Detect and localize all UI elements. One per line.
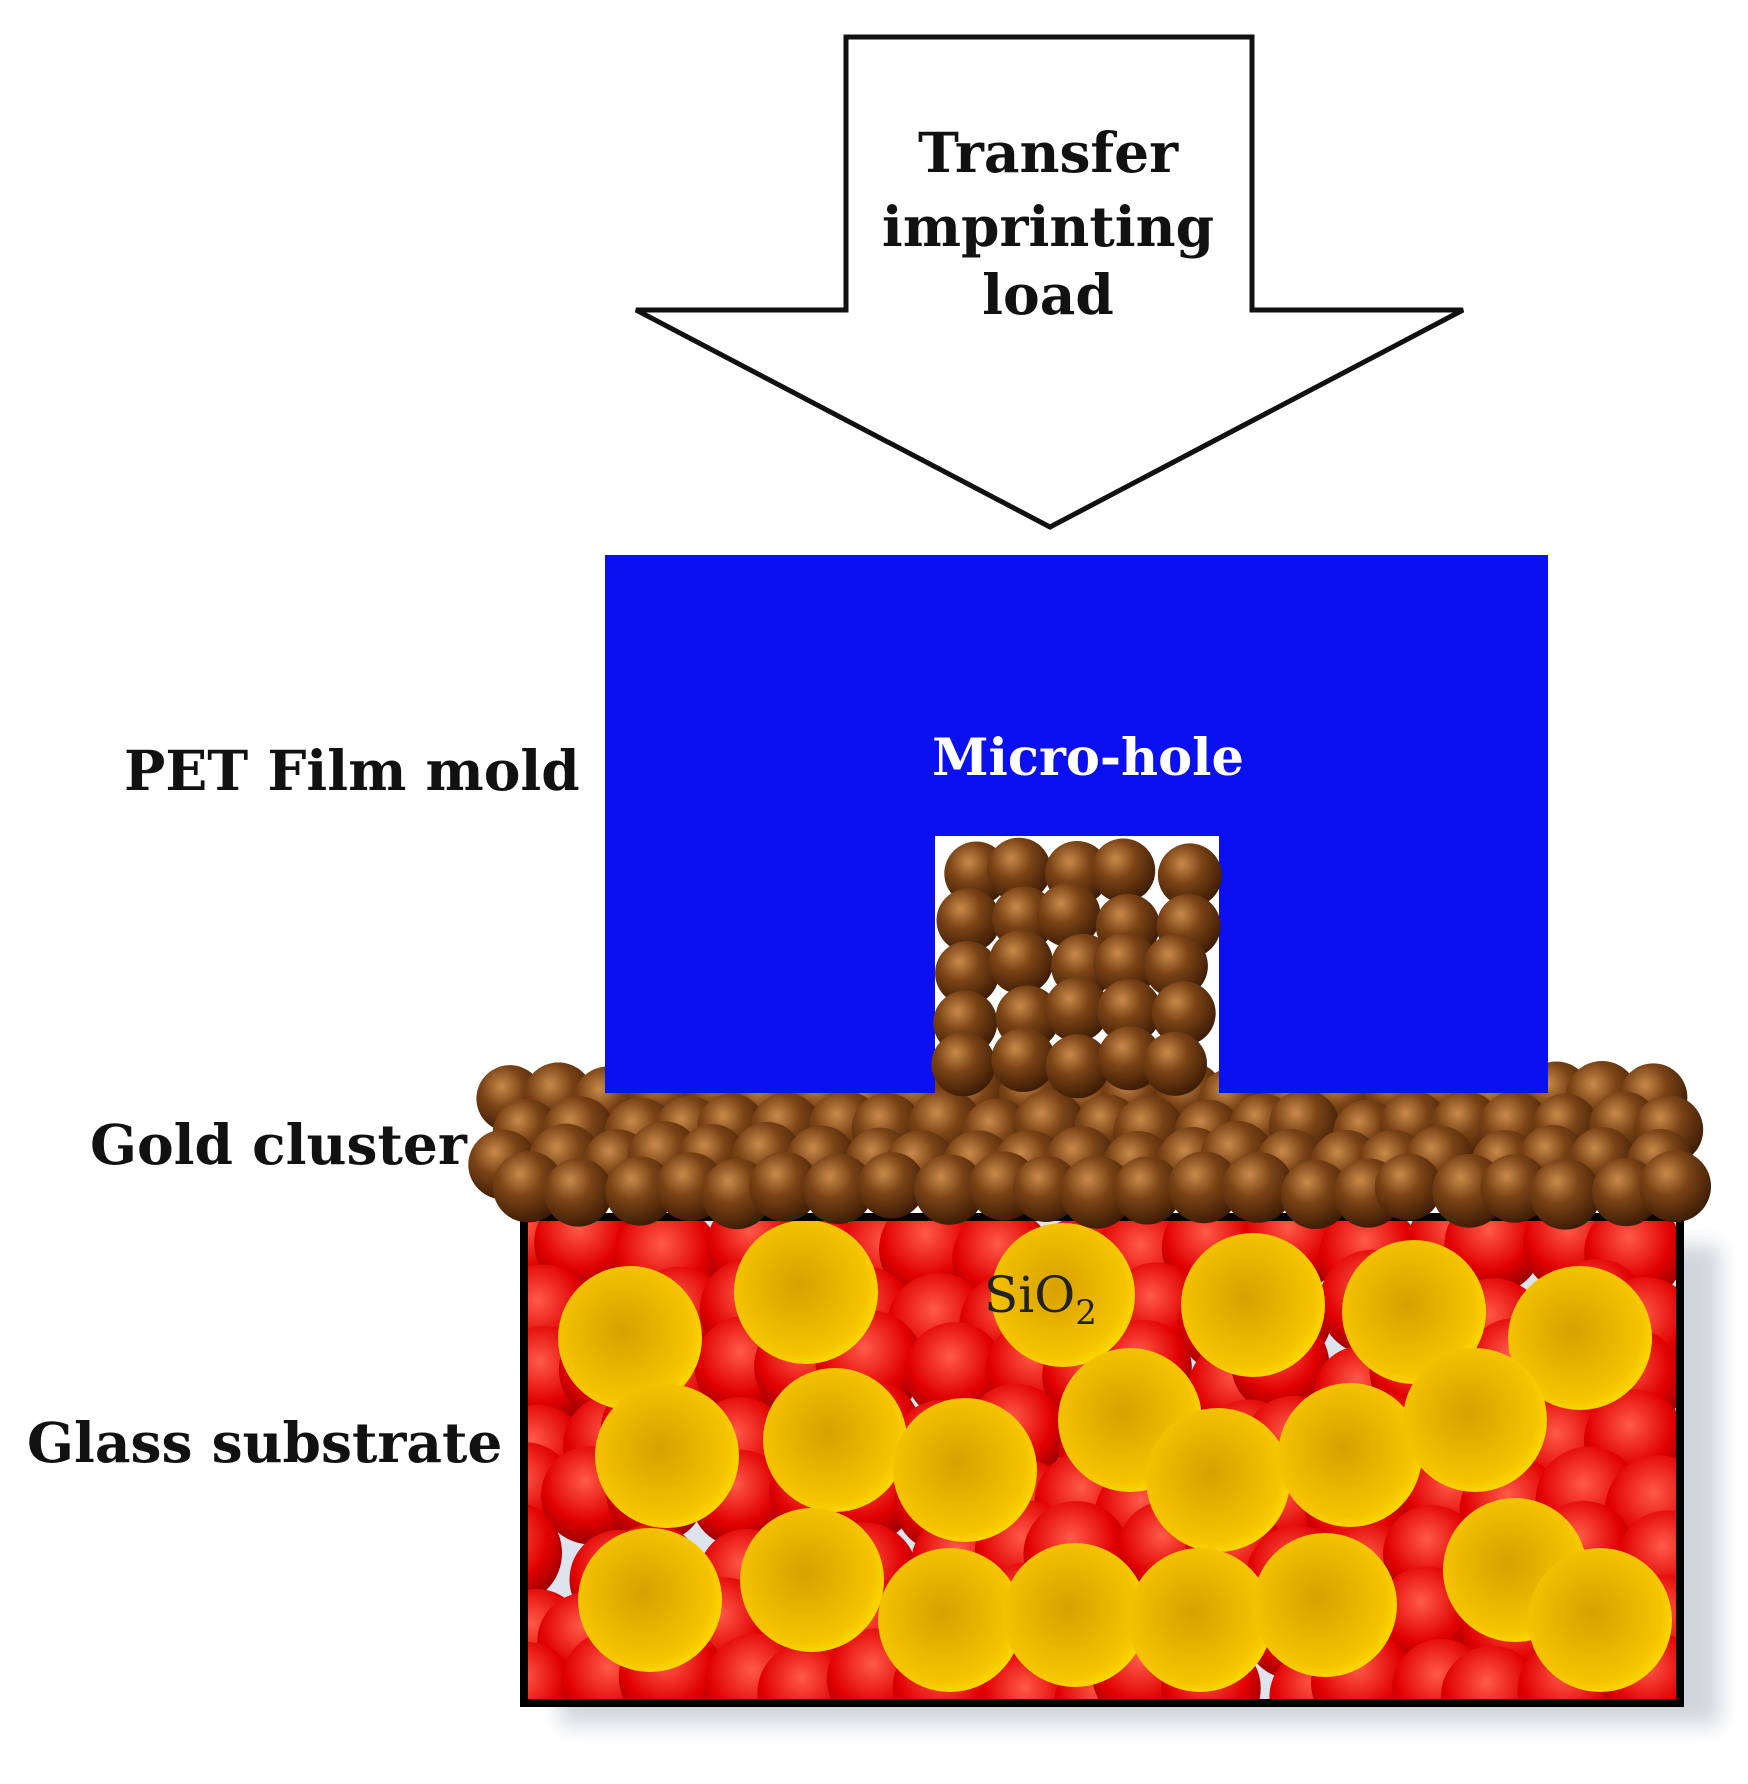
gold-particle (1045, 1034, 1110, 1099)
gold-particle (858, 1152, 925, 1219)
gold-particle (1036, 882, 1101, 947)
gold-particle (1374, 1153, 1442, 1221)
sio2-label-sub: 2 (1075, 1293, 1097, 1333)
gold-particle (1093, 932, 1158, 997)
silicon-particle (1403, 1348, 1547, 1492)
gold-particle (1157, 843, 1222, 908)
label-gold-cluster: Gold cluster (90, 1112, 468, 1177)
gold-particle (1113, 1156, 1182, 1225)
gold-particle (1091, 838, 1156, 903)
silicon-particle (991, 1223, 1135, 1367)
arrow-label-line-1: Transfer (918, 120, 1179, 185)
gold-particle (1529, 1158, 1601, 1230)
silicon-particle (763, 1368, 907, 1512)
arrow-label-line-2: imprinting (882, 194, 1214, 259)
substrate-particles (524, 1217, 1680, 1703)
silicon-particle (1128, 1548, 1272, 1692)
sio2-label-base: SiO (984, 1266, 1075, 1324)
gold-particle (1280, 1159, 1350, 1230)
load-arrow (634, 34, 1465, 530)
gold-particle (1151, 981, 1216, 1046)
gold-particle (492, 1151, 565, 1223)
gold-particle (605, 1156, 675, 1226)
silicon-particle (740, 1508, 884, 1652)
gold-particle (935, 941, 1000, 1006)
silicon-particle (1508, 1266, 1652, 1410)
silicon-particle (1003, 1543, 1147, 1687)
gold-particle (1167, 1151, 1240, 1224)
gold-particle (1639, 1150, 1712, 1223)
gold-particle (1097, 979, 1162, 1044)
gold-particle (1012, 1155, 1080, 1223)
silicon-particle (1181, 1233, 1325, 1377)
silicon-particle (578, 1528, 722, 1672)
gold-particle (991, 1028, 1056, 1093)
gold-particle (1060, 1155, 1134, 1229)
gold-particle (931, 1032, 996, 1097)
label-glass-substrate: Glass substrate (27, 1410, 502, 1475)
micro-hole-gold (931, 837, 1222, 1099)
silicon-particle (1253, 1533, 1397, 1677)
gold-particle (936, 888, 1001, 953)
oxygen-particle (1440, 1646, 1543, 1703)
label-pet-film-mold: PET Film mold (124, 738, 580, 803)
silicon-particle (558, 1266, 702, 1410)
oxygen-particle (524, 1502, 563, 1603)
gold-particle (803, 1153, 874, 1225)
oxygen-particle (905, 1321, 1005, 1421)
gold-particle (1044, 977, 1109, 1042)
gold-particle (1143, 1031, 1208, 1096)
sio2-label: SiO2 (984, 1266, 1097, 1333)
silicon-particle (734, 1220, 878, 1364)
silicon-particle (1146, 1408, 1290, 1552)
gold-particle (988, 930, 1053, 995)
silicon-particle (878, 1548, 1022, 1692)
gold-particle (1143, 933, 1208, 998)
silicon-particle (1278, 1383, 1422, 1527)
silicon-particle (595, 1384, 739, 1528)
silicon-particle (1528, 1548, 1672, 1692)
gold-particle (544, 1158, 613, 1227)
gold-particle (914, 1154, 985, 1225)
gold-particle (1222, 1151, 1294, 1223)
gold-particle (987, 837, 1052, 902)
silicon-particle (1342, 1240, 1486, 1384)
silicon-particle (893, 1398, 1037, 1542)
micro-hole-label: Micro-hole (932, 728, 1244, 788)
pet-film-mold (605, 555, 1548, 1093)
gold-particle (749, 1151, 820, 1222)
arrow-label-line-3: load (982, 262, 1114, 327)
